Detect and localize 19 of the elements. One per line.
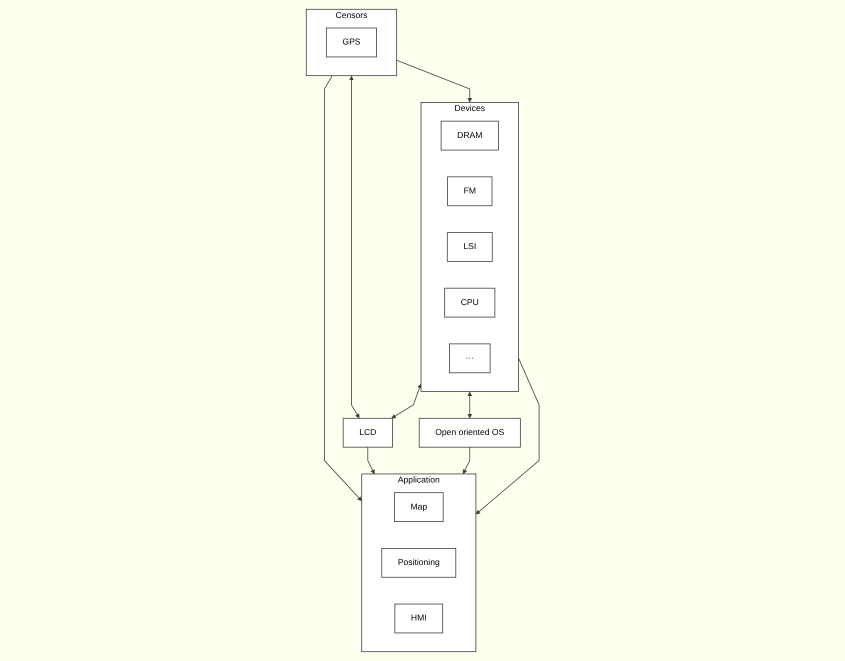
arrow [348, 76, 360, 418]
arrow [396, 60, 472, 103]
node-box: LSI [446, 232, 492, 262]
node-box: ··· [448, 343, 490, 374]
node-box: CPU [444, 288, 496, 318]
node-box: Positioning [381, 548, 456, 578]
arrow [367, 446, 374, 474]
node-box: LCD [342, 418, 393, 448]
node-box: FM [446, 176, 492, 206]
node-box: HMI [394, 604, 443, 634]
arrow [324, 75, 362, 502]
node-box: DRAM [440, 120, 499, 150]
arrow [467, 392, 472, 418]
arrow [475, 358, 540, 515]
arrow [391, 384, 422, 418]
node-box: Map [394, 492, 444, 522]
arrow [462, 446, 470, 474]
node-box: GPS [326, 28, 377, 58]
node-box: Open oriented OS [418, 418, 521, 448]
